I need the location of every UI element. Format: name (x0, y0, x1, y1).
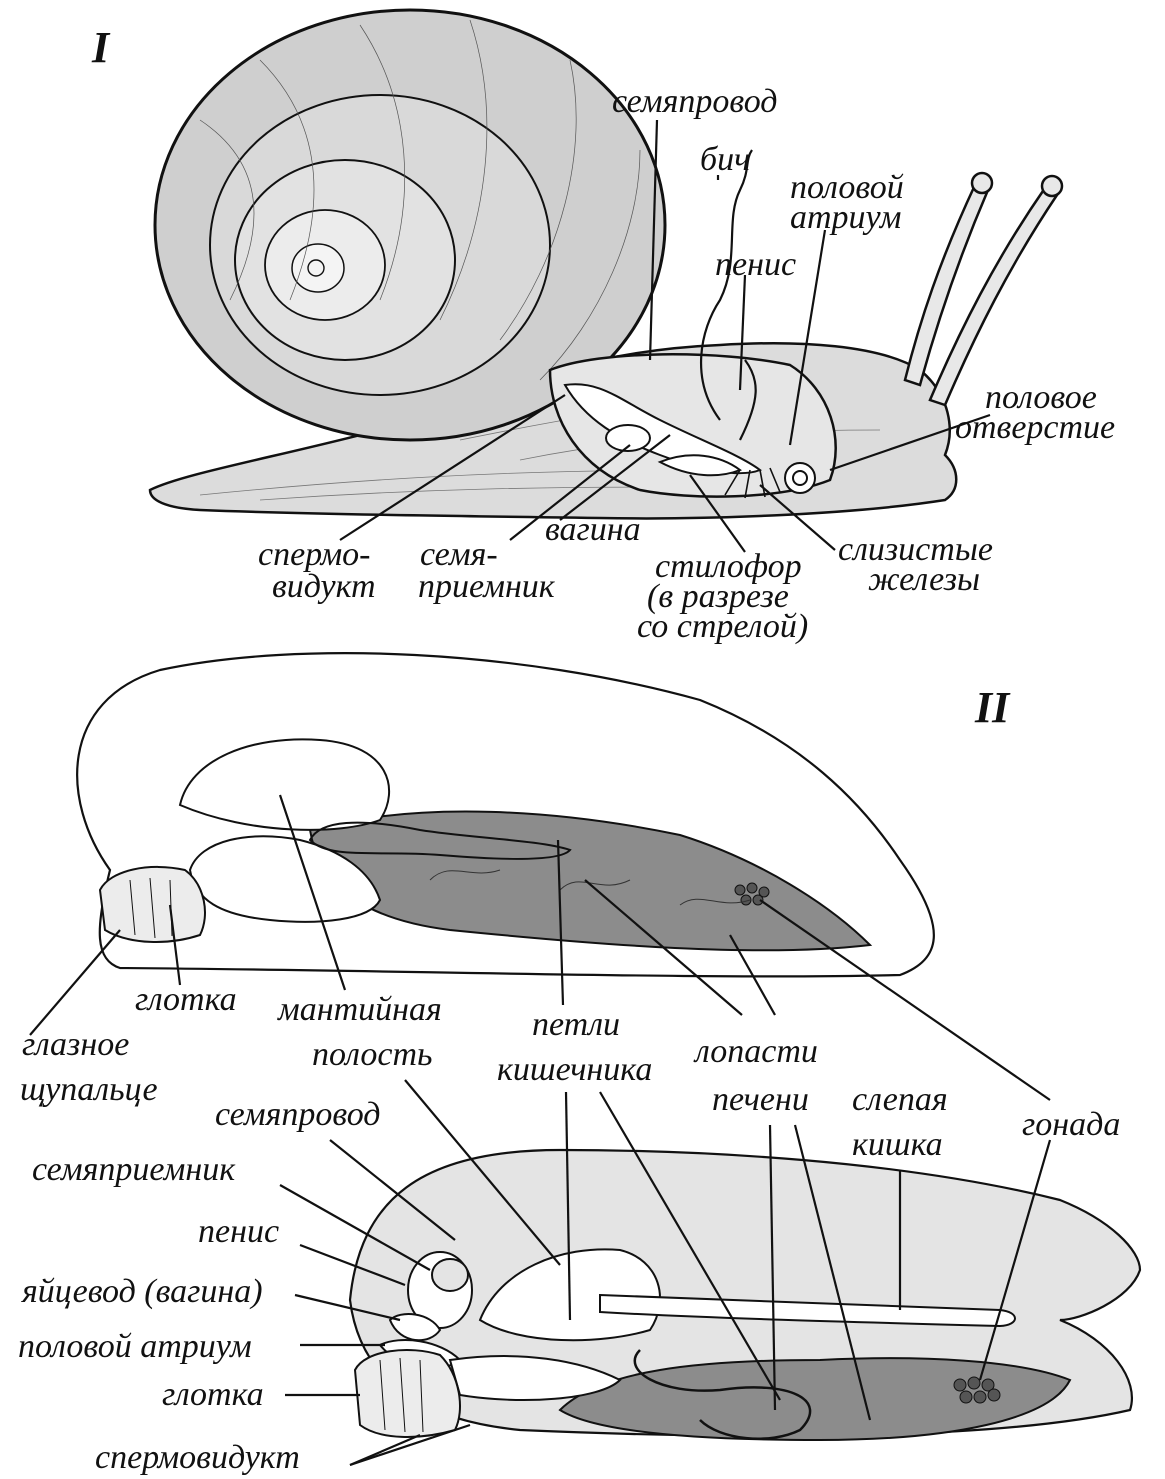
label-receptacle-II: семяприемник (32, 1151, 236, 1188)
label-spermoviduct-II: спермовидукт (95, 1439, 300, 1476)
label-spermoviduct-I-2: видукт (272, 568, 376, 605)
label-receptacle-I-2: приемник (418, 568, 556, 605)
label-vagina: вагина (545, 511, 641, 548)
label-mantle-cavity-2: полость (312, 1036, 433, 1073)
label-liver-lobes-1: лопасти (693, 1033, 818, 1070)
label-intestine-loops-2: кишечника (497, 1051, 652, 1088)
label-vas-deferens-II: семяпровод (215, 1096, 380, 1133)
label-pharynx-upper: глотка (135, 981, 237, 1018)
label-penis-II: пенис (198, 1213, 279, 1250)
label-pharynx-lower: глотка (162, 1376, 264, 1413)
eye-tip-2 (1042, 176, 1062, 196)
eye-tip-1 (972, 173, 992, 193)
label-intestine-loops-1: петли (532, 1006, 620, 1043)
figure-II-lower (350, 1150, 1140, 1440)
label-genital-opening-2: отверстие (955, 409, 1115, 446)
lower-pharynx (355, 1350, 460, 1437)
label-genital-atrium-II: половой атриум (18, 1328, 252, 1365)
label-flagellum: бич (700, 141, 750, 178)
label-liver-lobes-2: печени (712, 1081, 809, 1118)
figure-II-numeral: II (974, 683, 1011, 732)
label-penis-I: пенис (715, 246, 796, 283)
label-caecum-1: слепая (852, 1081, 948, 1118)
label-stylophore-3: со стрелой) (637, 608, 808, 645)
label-mantle-cavity-1: мантийная (277, 991, 442, 1028)
figure-I-numeral: I (91, 23, 111, 72)
label-mucous-glands-2: железы (868, 561, 980, 598)
label-eye-tentacle-2: щупальце (20, 1071, 158, 1108)
label-gonad: гонада (1022, 1106, 1120, 1143)
figure-I-snail (150, 10, 1062, 518)
label-caecum-2: кишка (852, 1126, 943, 1163)
eye-tentacles (905, 173, 1062, 405)
label-eye-tentacle-1: глазное (22, 1026, 129, 1063)
label-oviduct: яйцевод (вагина) (21, 1273, 263, 1310)
label-genital-atrium-I-2: атриум (790, 199, 902, 236)
label-vas-deferens-I: семяпровод (612, 83, 777, 120)
figure-II-upper (77, 653, 934, 976)
